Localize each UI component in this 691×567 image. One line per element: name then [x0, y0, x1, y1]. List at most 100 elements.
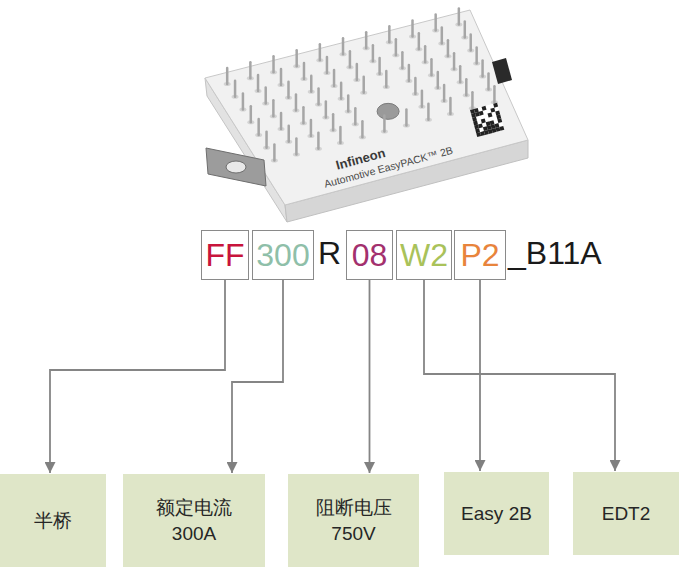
pin	[378, 58, 381, 74]
pin	[295, 94, 298, 110]
pin	[280, 113, 283, 129]
meaning-box: 阻断电压 750V	[288, 474, 419, 567]
pin	[481, 60, 484, 76]
meaning-box: Easy 2B	[444, 472, 549, 555]
pin	[310, 120, 313, 136]
meaning-text: EDT2	[602, 501, 651, 527]
pin	[332, 114, 335, 130]
pin	[493, 86, 496, 102]
pin	[234, 81, 237, 97]
code-suffix: _B11A	[508, 237, 602, 269]
pin	[430, 59, 433, 75]
code-segment: W2	[400, 239, 448, 271]
code-box: 08	[346, 230, 393, 280]
pin	[362, 77, 365, 93]
pin	[441, 27, 444, 43]
code-segment: 300	[256, 239, 309, 271]
code-ground	[470, 103, 504, 137]
meaning-text: 额定电流 300A	[148, 495, 240, 546]
code-letter: R	[318, 237, 341, 269]
pin	[449, 98, 452, 114]
pin	[447, 40, 450, 56]
pin	[414, 78, 417, 94]
pin	[453, 53, 456, 69]
label-holder: _B11A	[508, 237, 602, 269]
metal-bracket	[206, 148, 266, 186]
pin	[302, 107, 305, 123]
pin	[459, 66, 462, 82]
pin-array	[224, 8, 498, 162]
pin	[273, 144, 276, 160]
pin	[487, 73, 490, 89]
code-cell	[481, 118, 486, 123]
pin	[365, 32, 368, 48]
meaning-box: 额定电流 300A	[123, 474, 265, 567]
pin	[408, 65, 411, 81]
datamatrix-code	[470, 103, 504, 137]
pin	[434, 14, 437, 30]
pin	[465, 79, 468, 95]
code-segment: FF	[205, 239, 244, 271]
pin	[257, 75, 260, 91]
code-cell	[479, 111, 484, 116]
pin	[317, 89, 320, 105]
code-cell	[490, 108, 495, 113]
pin	[333, 70, 336, 86]
meaning-text: 半桥	[34, 508, 72, 534]
pin	[411, 20, 414, 36]
pin	[405, 110, 408, 126]
meaning-text: Easy 2B	[461, 501, 532, 527]
pin	[361, 121, 364, 137]
pin	[395, 39, 398, 55]
code-cell	[488, 113, 493, 118]
mounting-hole	[377, 103, 399, 119]
pin	[257, 119, 260, 135]
code-cell	[499, 126, 504, 131]
leader-arrow	[424, 280, 480, 471]
leader-arrow	[232, 280, 283, 473]
pin	[475, 47, 478, 63]
pin	[295, 50, 298, 66]
pin	[339, 127, 342, 143]
code-box: P2	[454, 230, 506, 280]
pin	[421, 91, 424, 107]
meaning-box: EDT2	[573, 472, 679, 555]
pin	[249, 62, 252, 78]
code-box: 300	[252, 230, 314, 280]
pin	[287, 126, 290, 142]
pin	[265, 132, 268, 148]
pin	[272, 56, 275, 72]
pin	[349, 51, 352, 67]
pin	[280, 69, 283, 85]
pin	[469, 34, 472, 50]
module-top	[205, 10, 528, 205]
pin	[354, 108, 357, 124]
pin	[401, 52, 404, 68]
code-cell	[478, 123, 483, 128]
pin	[319, 44, 322, 60]
pin	[458, 8, 461, 24]
code-box: FF	[201, 230, 249, 280]
pin	[310, 76, 313, 92]
pin	[356, 64, 359, 80]
pin	[340, 83, 343, 99]
code-box: W2	[396, 230, 452, 280]
pin	[372, 45, 375, 61]
pin	[325, 101, 328, 117]
pin	[427, 104, 430, 120]
pin	[226, 68, 229, 84]
pin	[303, 63, 306, 79]
pin	[385, 71, 388, 87]
pin	[437, 72, 440, 88]
pin	[295, 139, 298, 155]
pin	[418, 33, 421, 49]
pin	[383, 115, 386, 131]
pin	[342, 38, 345, 54]
pin	[424, 46, 427, 62]
pin	[347, 96, 350, 112]
pin	[388, 26, 391, 42]
leader-arrow	[369, 280, 371, 473]
